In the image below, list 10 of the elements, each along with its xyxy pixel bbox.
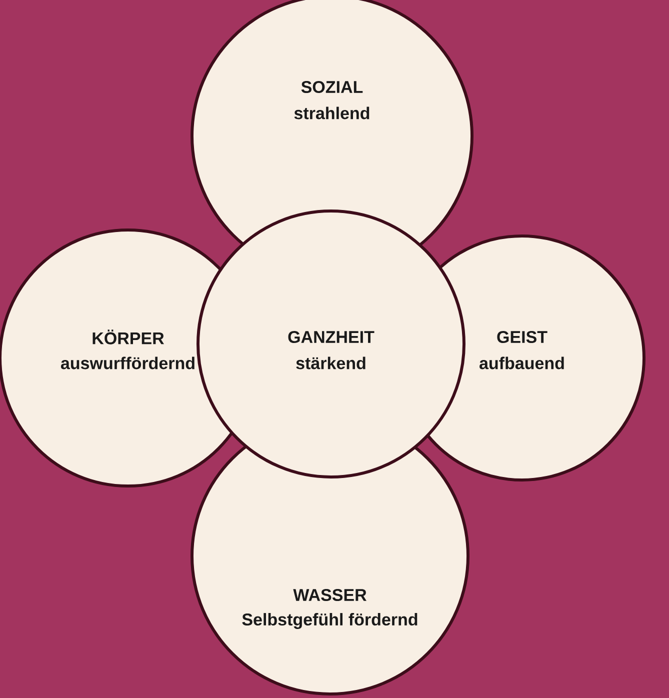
circle-heading: SOZIAL (301, 80, 363, 94)
circle-heading: KÖRPER (92, 330, 164, 344)
circle-text: strahlend (294, 106, 370, 120)
circle-heading: GEIST (497, 330, 548, 344)
circle-text: auswurffördernd (60, 356, 194, 370)
circle-heading: WASSER (293, 588, 366, 602)
circle-text: stärkend (296, 356, 366, 370)
circle-text: Selbstgefühl fördernd (242, 613, 418, 629)
circle-heading: GANZHEIT (288, 330, 374, 344)
circle-text: aufbauend (480, 356, 564, 370)
